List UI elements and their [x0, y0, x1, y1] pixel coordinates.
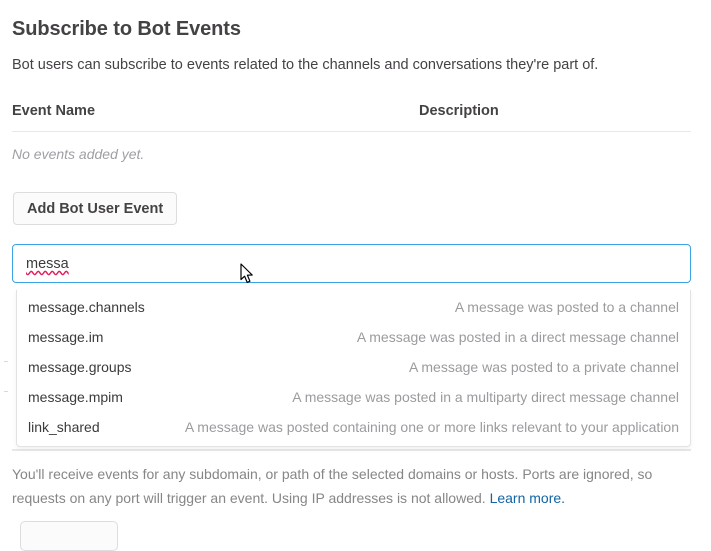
page-subtitle: Bot users can subscribe to events relate…: [12, 57, 599, 73]
event-search-input[interactable]: [26, 245, 666, 282]
event-search-field[interactable]: messa: [12, 244, 691, 283]
dropdown-option[interactable]: message.im A message was posted in a dir…: [17, 322, 690, 352]
dropdown-option-name: message.groups: [28, 359, 132, 375]
dropdown-option-description: A message was posted in a direct message…: [356, 329, 679, 345]
events-empty-message: No events added yet.: [12, 146, 145, 162]
dropdown-option[interactable]: message.mpim A message was posted in a m…: [17, 382, 690, 412]
domains-helper-text: You'll receive events for any subdomain,…: [12, 462, 684, 510]
background-artifact: [4, 391, 8, 392]
dropdown-option-name: link_shared: [28, 419, 100, 435]
column-header-description: Description: [419, 103, 499, 119]
dropdown-option-description: A message was posted to a private channe…: [408, 359, 679, 375]
bottom-partial-button[interactable]: [20, 521, 118, 551]
helper-text-body: You'll receive events for any subdomain,…: [12, 466, 653, 506]
dropdown-option-name: message.mpim: [28, 389, 123, 405]
table-header-divider: [12, 131, 691, 132]
learn-more-link[interactable]: Learn more.: [489, 490, 566, 506]
dropdown-option-name: message.im: [28, 329, 104, 345]
subscribe-bot-events-page: Subscribe to Bot Events Bot users can su…: [4, 18, 691, 551]
dropdown-option[interactable]: message.groups A message was posted to a…: [17, 352, 690, 382]
table-header-row: Event Name Description: [12, 103, 691, 131]
dropdown-option-description: A message was posted in a multiparty dir…: [292, 389, 679, 405]
page-title: Subscribe to Bot Events: [12, 18, 241, 40]
dropdown-option-description: A message was posted to a channel: [454, 299, 679, 315]
column-header-event-name: Event Name: [12, 103, 96, 119]
event-suggestions-dropdown: message.channels A message was posted to…: [16, 290, 691, 447]
dropdown-option[interactable]: link_shared A message was posted contain…: [17, 412, 690, 442]
events-table: Event Name Description No events added y…: [12, 103, 691, 162]
background-artifact: [4, 361, 8, 362]
dropdown-option-name: message.channels: [28, 299, 145, 315]
dropdown-option-description: A message was posted containing one or m…: [184, 419, 679, 435]
dropdown-option[interactable]: message.channels A message was posted to…: [17, 292, 690, 322]
section-divider: [12, 449, 691, 451]
add-bot-user-event-button[interactable]: Add Bot User Event: [13, 192, 178, 225]
